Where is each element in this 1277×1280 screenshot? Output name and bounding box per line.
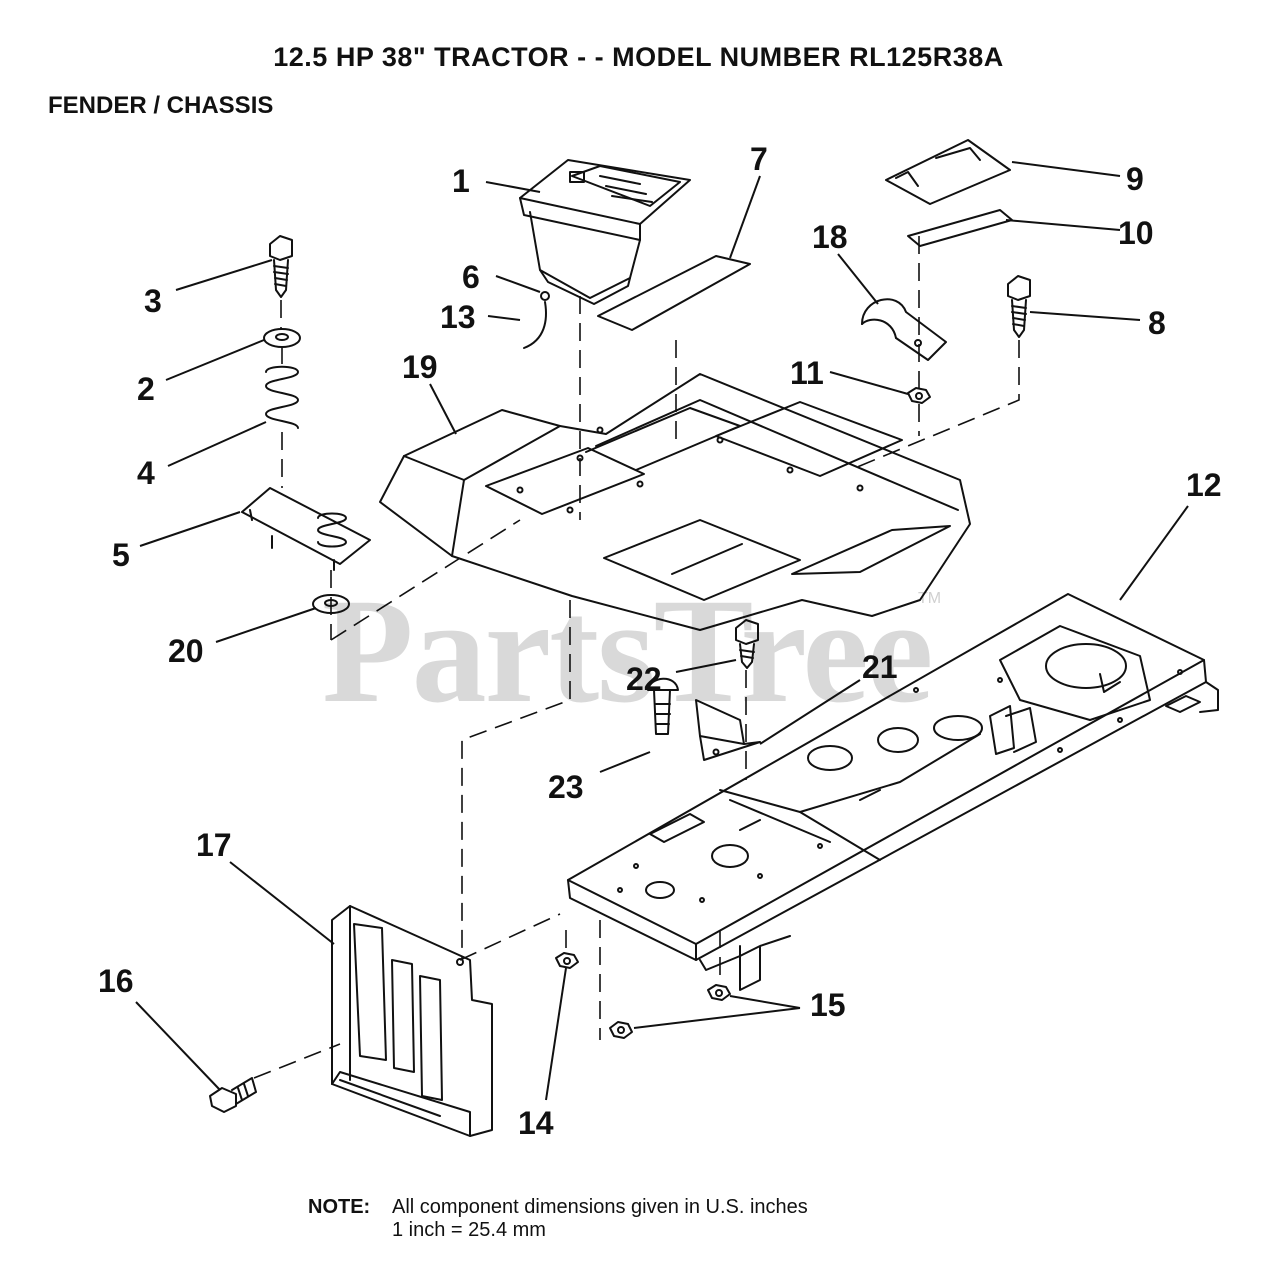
part-2-washer[interactable] [263,328,301,348]
callout-12: 12 [1186,467,1222,503]
part-11-nut[interactable] [907,387,931,404]
callout-4: 4 [137,455,155,491]
part-10-strip[interactable] [907,209,1013,247]
part-14-nut[interactable] [555,952,579,969]
callout-6: 6 [462,259,480,295]
part-23-carriage-bolt[interactable] [647,677,679,735]
callout-numbers: 1 2 3 4 5 6 7 8 9 10 11 12 13 14 15 16 1… [98,141,1222,1141]
callout-8: 8 [1148,305,1166,341]
callout-5: 5 [112,537,130,573]
note-label: NOTE: [308,1196,371,1218]
part-3-screw[interactable] [269,235,293,298]
part-9-plate[interactable] [885,139,1011,205]
callout-10: 10 [1118,215,1154,251]
note-line-2: 1 inch = 25.4 mm [392,1219,546,1241]
part-18-clamp[interactable] [861,298,947,361]
part-4-spring[interactable] [265,365,299,429]
part-15-nuts[interactable] [609,984,731,1039]
diagram-title: 12.5 HP 38" TRACTOR - - MODEL NUMBER RL1… [273,42,1004,72]
callout-16: 16 [98,963,134,999]
part-16-bolt[interactable] [209,1077,257,1113]
callout-9: 9 [1126,161,1144,197]
callout-17: 17 [196,827,232,863]
part-17-side-plate[interactable] [331,905,493,1137]
callout-21: 21 [862,649,898,685]
callout-13: 13 [440,299,476,335]
part-8-screw[interactable] [1007,275,1031,338]
callout-18: 18 [812,219,848,255]
dimension-note: NOTE: All component dimensions given in U… [308,1196,808,1242]
part-6-clip[interactable] [540,291,550,301]
callout-15: 15 [810,987,846,1023]
callout-23: 23 [548,769,584,805]
section-subtitle: FENDER / CHASSIS [48,92,274,119]
callout-19: 19 [402,349,438,385]
part-19-fender[interactable] [379,373,971,631]
callout-11: 11 [790,355,824,391]
note-line-1: All component dimensions given in U.S. i… [392,1196,808,1218]
part-13-tube[interactable] [523,301,547,349]
callout-22: 22 [626,661,662,697]
callout-7: 7 [750,141,768,177]
part-12-chassis-frame[interactable] [567,593,1219,991]
part-5-spring-bracket[interactable] [241,487,371,571]
leader-lines [135,161,1189,1101]
part-22-bolt[interactable] [735,619,759,669]
part-21-bracket[interactable] [695,699,761,761]
callout-3: 3 [144,283,162,319]
callout-14: 14 [518,1105,554,1141]
callout-20: 20 [168,633,204,669]
callout-1: 1 [452,163,470,199]
partstree-watermark: PartsTree [322,568,933,734]
callout-2: 2 [137,371,155,407]
part-1-storage-tray[interactable] [519,159,691,305]
alignment-lines [253,236,1020,1079]
part-7-decal[interactable] [597,255,751,331]
